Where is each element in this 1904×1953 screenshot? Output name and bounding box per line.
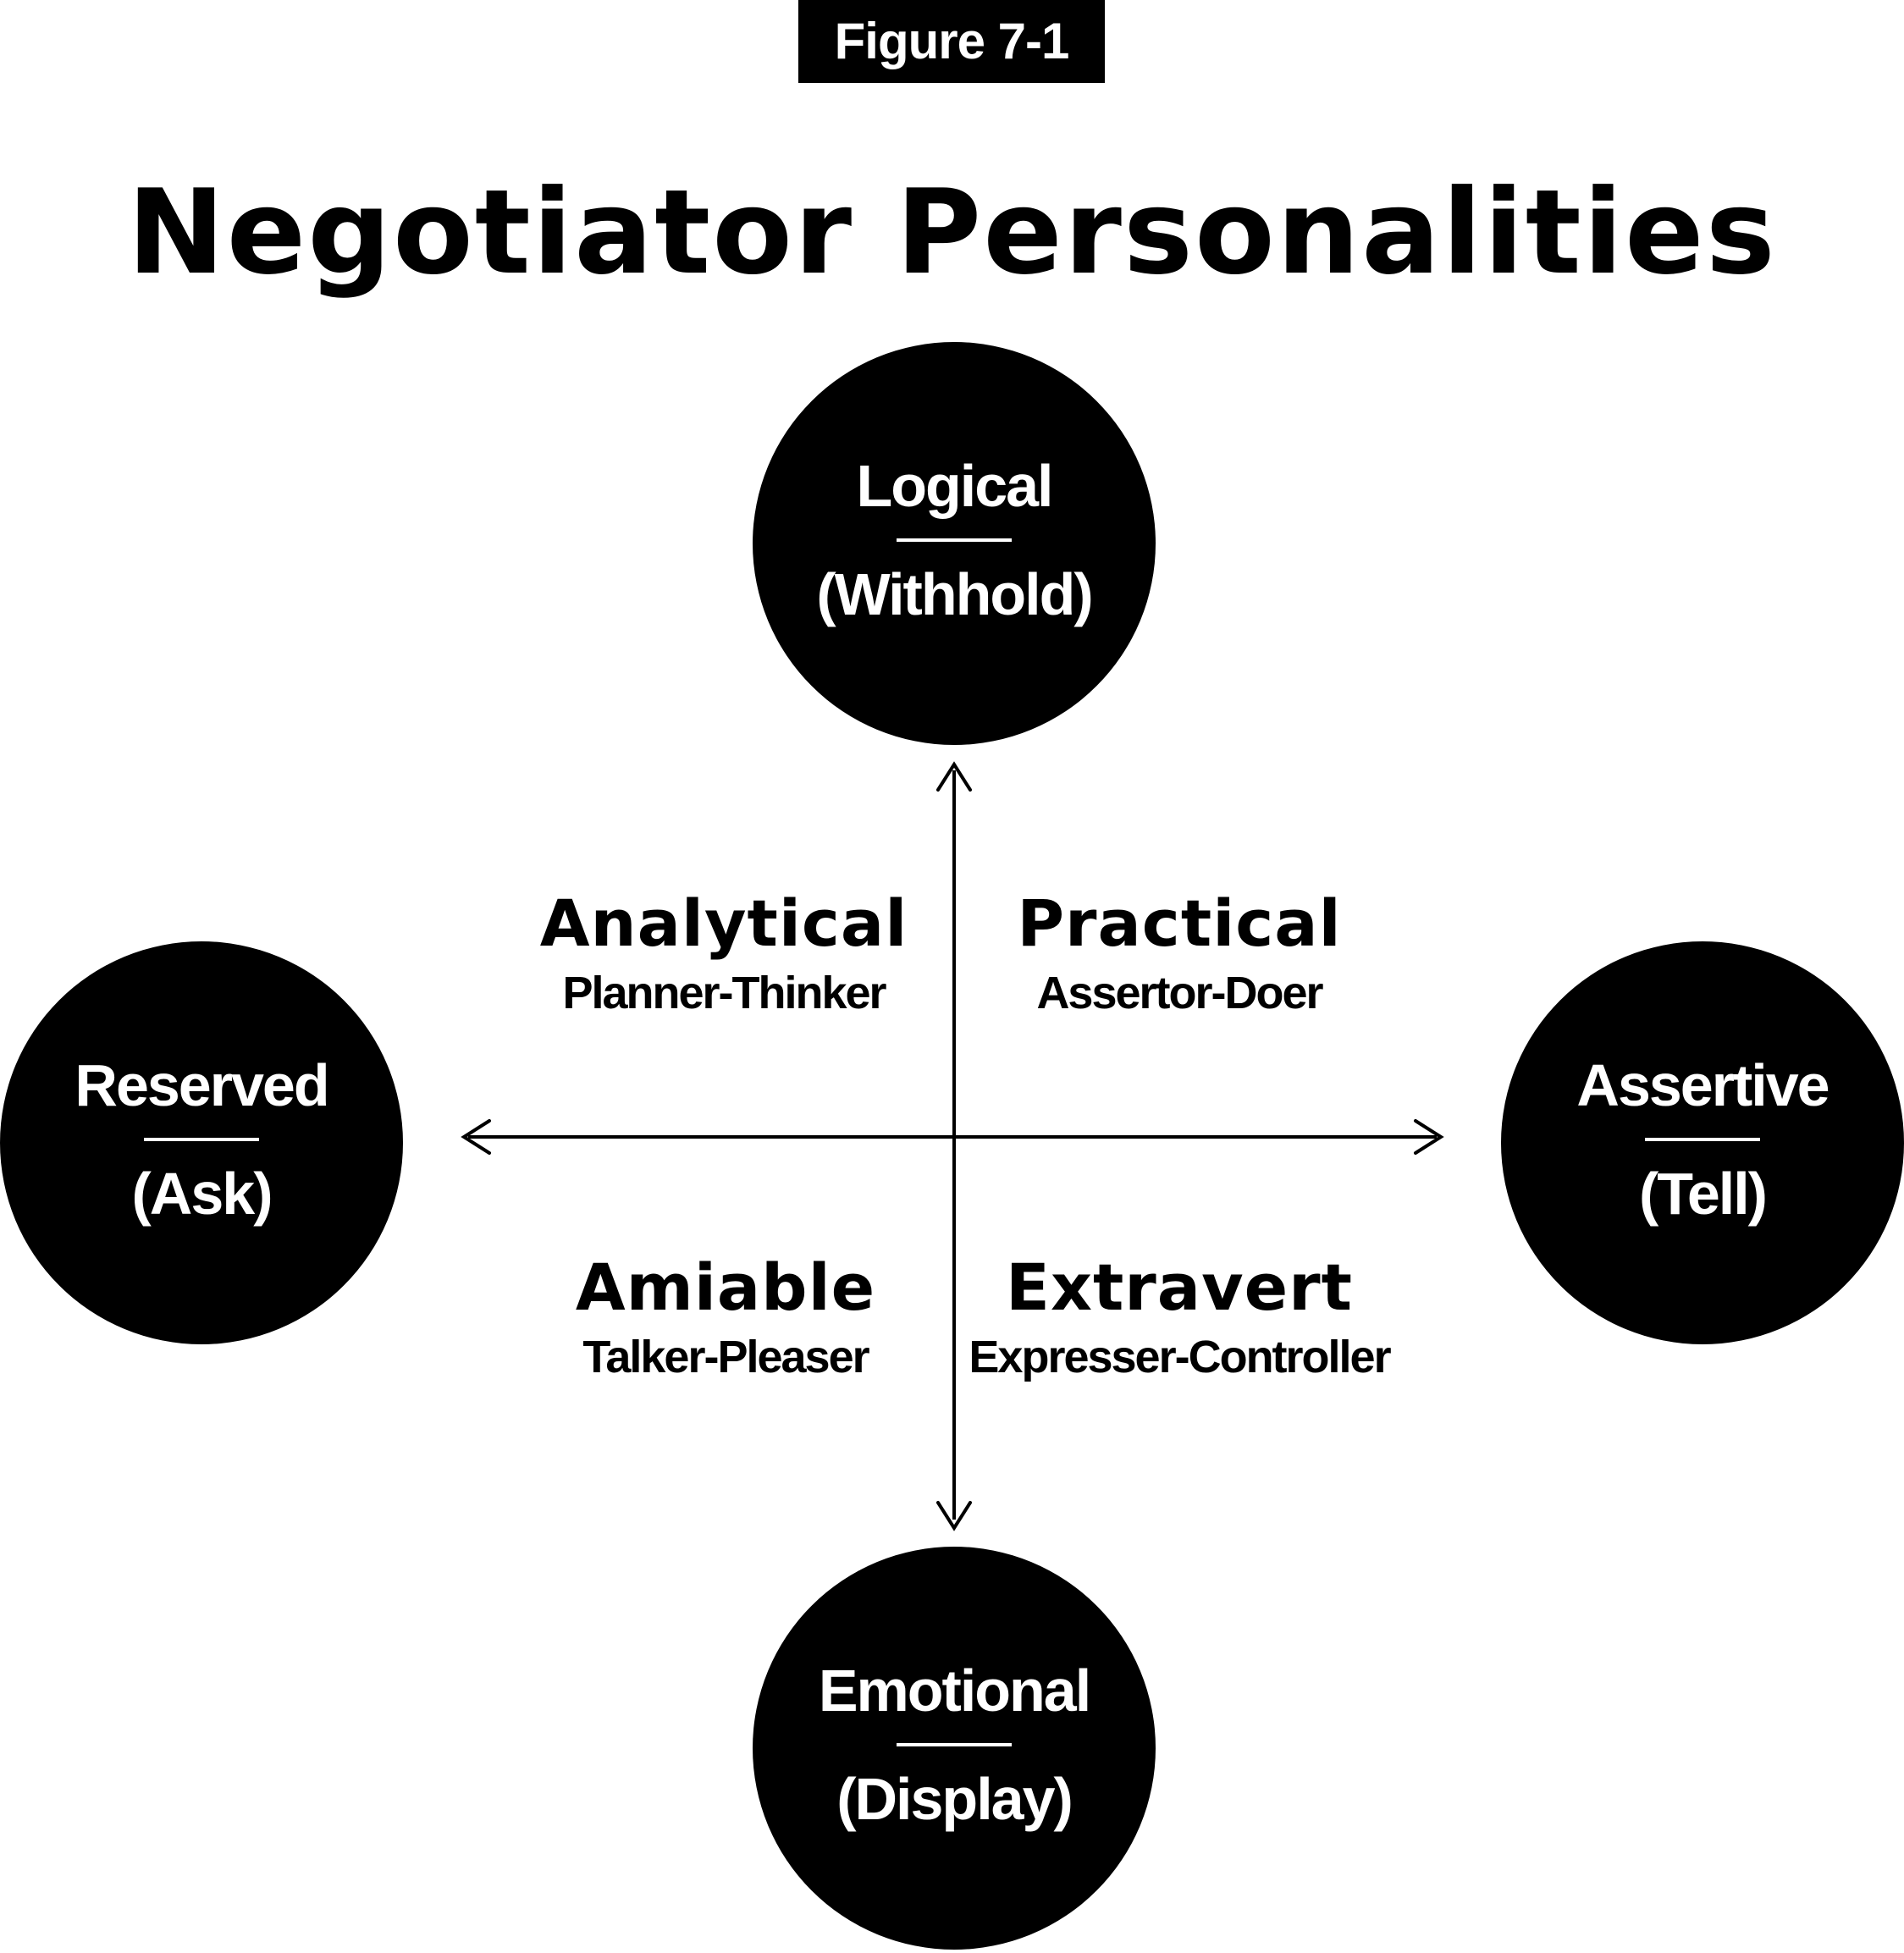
arrow-right-icon [1414, 1119, 1444, 1155]
quadrant-subtitle: Assertor-Doer [1036, 968, 1323, 1018]
pole-reserved: Reserved (Ask) [0, 941, 403, 1344]
pole-divider [1645, 1138, 1760, 1141]
diagram-title: Negotiator Personalities [127, 164, 1777, 301]
arrow-left-icon [461, 1119, 491, 1155]
quadrant-subtitle: Planner-Thinker [562, 968, 886, 1018]
quadrant-name: Practical [1017, 885, 1342, 961]
quadrant-subtitle: Talker-Pleaser [582, 1332, 869, 1382]
pole-name: Emotional [818, 1658, 1091, 1724]
quadrant-analytical: Analytical Planner-Thinker [487, 883, 961, 1020]
pole-emotional: Emotional (Display) [753, 1547, 1156, 1950]
figure-label: Figure 7-1 [798, 0, 1105, 83]
pole-name: Reserved [75, 1052, 329, 1118]
pole-assertive: Assertive (Tell) [1501, 941, 1904, 1344]
quadrant-practical: Practical Assertor-Doer [942, 883, 1416, 1020]
pole-divider [144, 1138, 259, 1141]
pole-action: (Withhold) [816, 561, 1093, 627]
pole-name: Assertive [1576, 1052, 1829, 1118]
pole-action: (Display) [836, 1766, 1073, 1832]
arrow-down-icon [936, 1501, 972, 1531]
arrow-up-icon [936, 761, 972, 792]
quadrant-subtitle: Expresser-Controller [969, 1332, 1391, 1382]
quadrant-extravert: Extravert Expresser-Controller [942, 1247, 1416, 1384]
pole-action: (Ask) [131, 1161, 273, 1227]
pole-name: Logical [856, 453, 1053, 519]
quadrant-name: Analytical [539, 885, 908, 961]
quadrant-name: Amiable [575, 1250, 876, 1325]
pole-logical: Logical (Withhold) [753, 342, 1156, 745]
pole-divider [897, 1743, 1012, 1746]
pole-action: (Tell) [1638, 1161, 1768, 1227]
pole-divider [897, 538, 1012, 542]
quadrant-name: Extravert [1006, 1250, 1353, 1325]
quadrant-amiable: Amiable Talker-Pleaser [488, 1247, 963, 1384]
